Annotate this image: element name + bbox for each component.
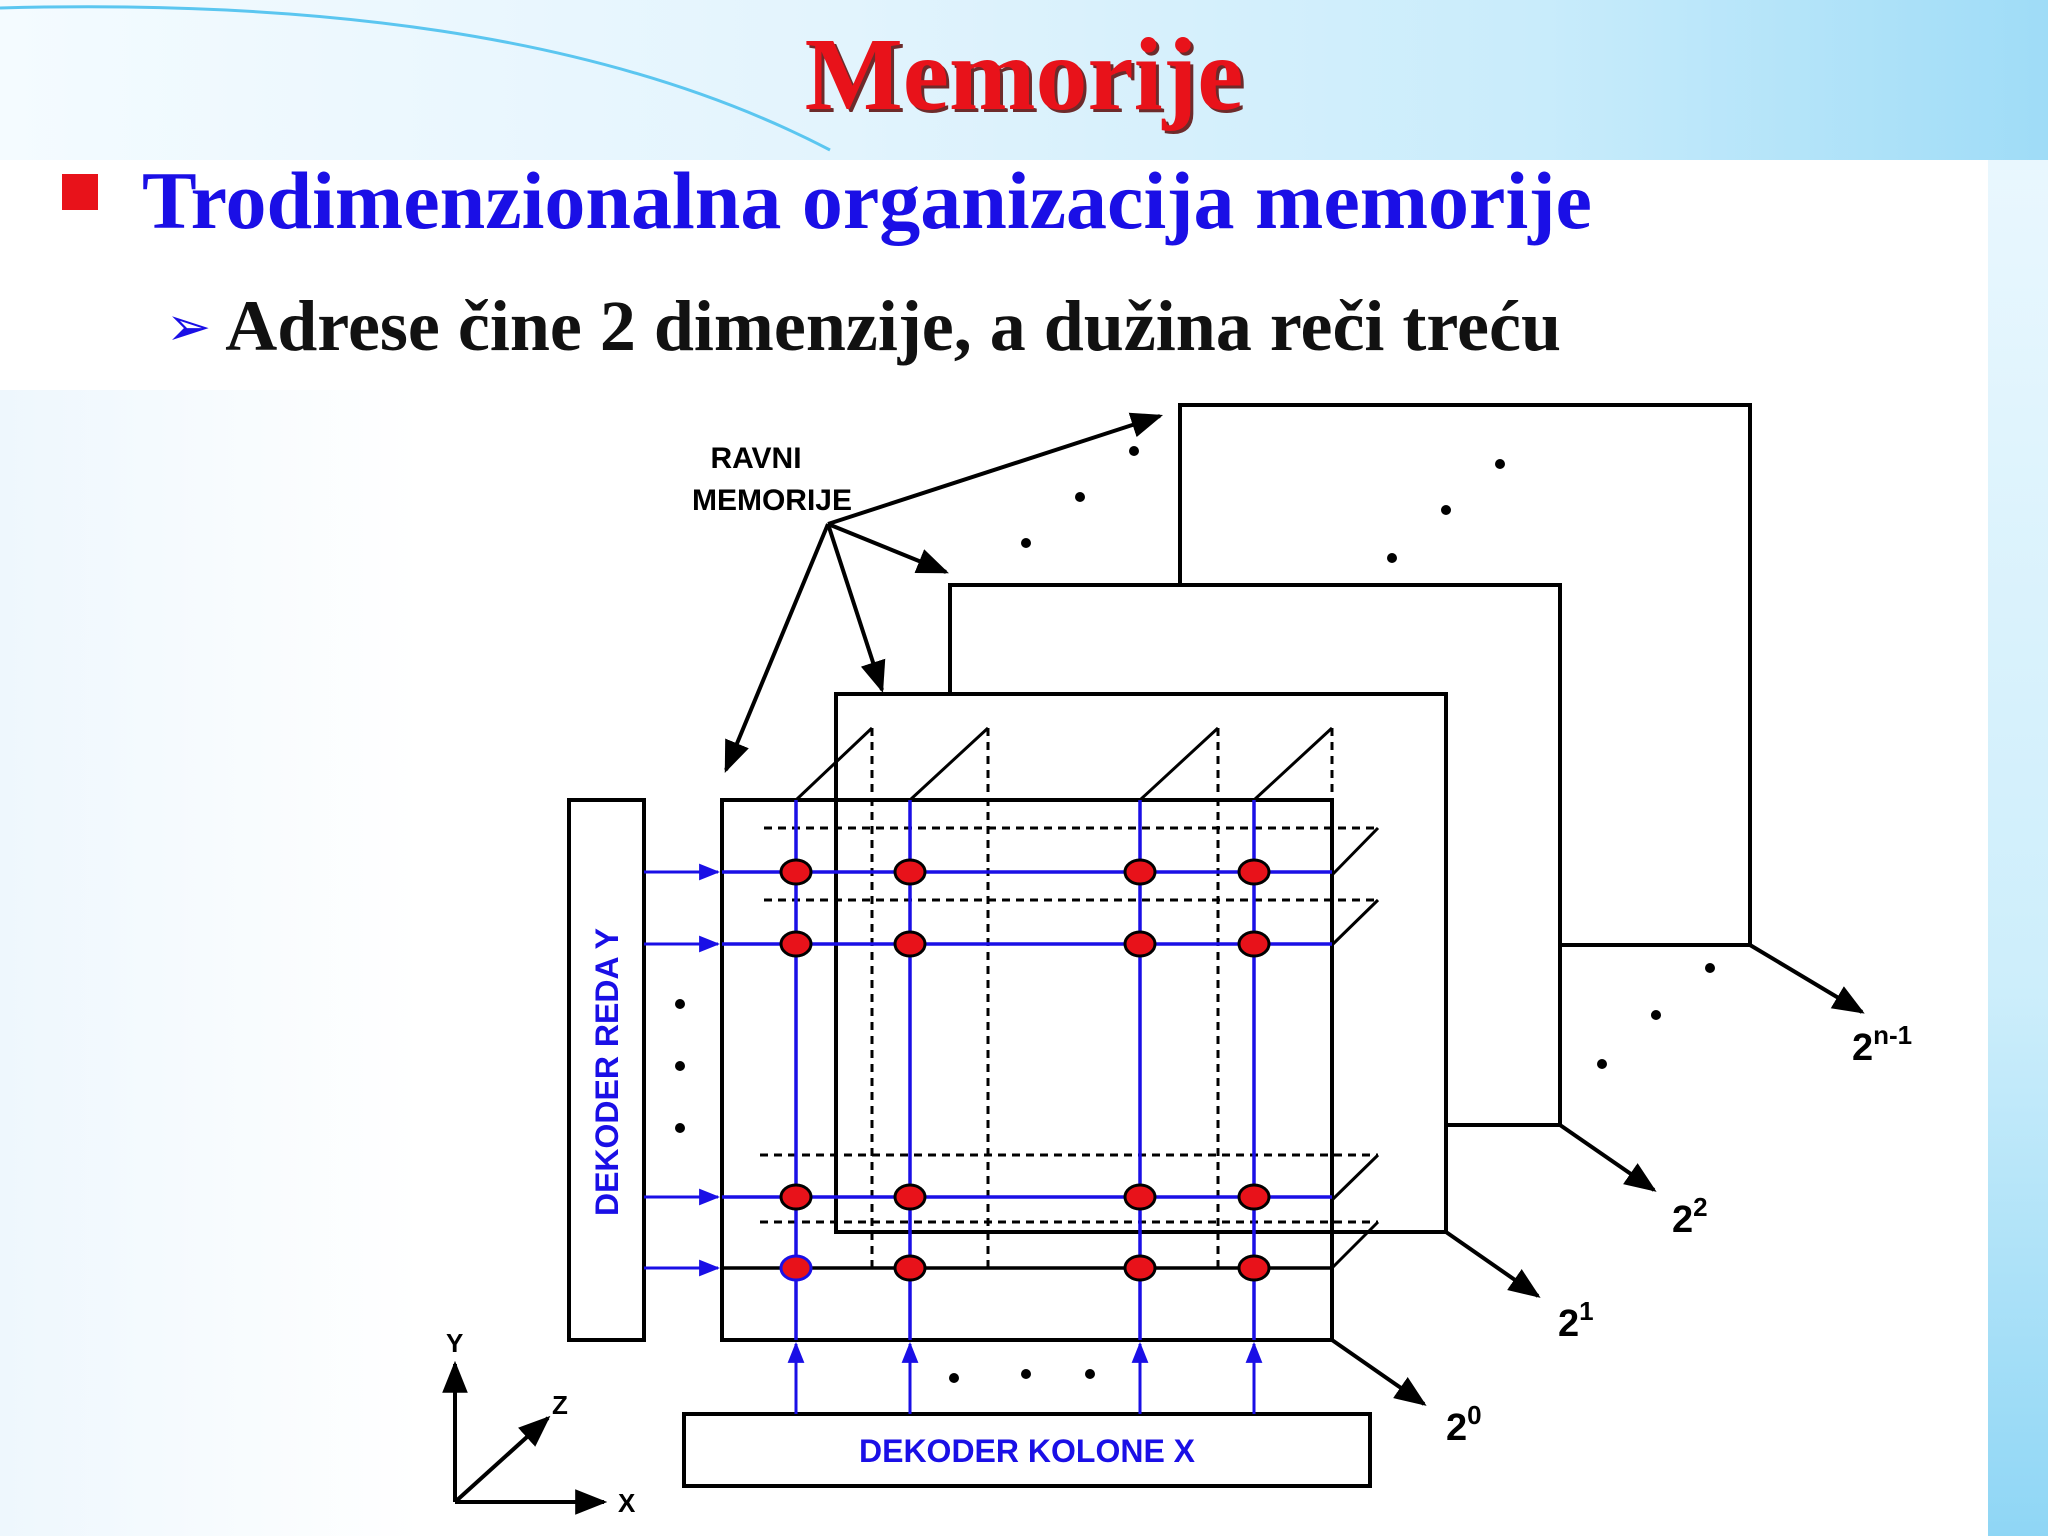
column-decoder-arrows (787, 1341, 1263, 1414)
memory-cell (779, 930, 813, 958)
plane-index-arrows (1330, 943, 1865, 1406)
planes-label-line1: RAVNI (710, 442, 801, 475)
memory-cell (779, 858, 813, 886)
memory-cell (1123, 1183, 1157, 1211)
header-background (0, 0, 2048, 160)
right-background (1988, 160, 2048, 1536)
column-decoder-box (682, 1412, 1372, 1488)
memory-cells (779, 858, 1271, 1282)
memory-cell (1123, 1254, 1157, 1282)
memory-cell (779, 1183, 813, 1211)
row-decoder-arrows (644, 863, 721, 1277)
square-bullet-icon (62, 174, 98, 210)
memory-cell (779, 1254, 813, 1282)
memory-cell (1237, 858, 1271, 886)
memory-cell (1123, 858, 1157, 886)
memory-plane-front (720, 798, 1334, 1342)
depth-connectors-top (794, 726, 1380, 1270)
axis-z-label: Z (552, 1390, 568, 1420)
bullet-sub-text: Adrese čine 2 dimenzije, a dužina reči t… (225, 286, 1562, 366)
memory-cell (1237, 1254, 1271, 1282)
header-swoosh (0, 5, 831, 152)
front-plane-wires (722, 800, 1332, 1340)
plane-label-2-n-1: 2n-1 (1852, 1020, 1912, 1069)
planes-label-line2: MEMORIJE (692, 484, 852, 517)
bullet-main: Trodimenzionalna organizacija memorije (62, 160, 1592, 242)
memory-cell (1123, 930, 1157, 958)
memory-cell (893, 858, 927, 886)
axis-x-label: X (618, 1488, 636, 1518)
memory-cell (893, 1254, 927, 1282)
memory-cell (1237, 930, 1271, 958)
memory-cell (1237, 1183, 1271, 1211)
row-ellipsis (675, 999, 685, 1133)
row-decoder-label: DEKODER REDA Y (589, 928, 625, 1216)
plane-label-2-0: 20 (1446, 1400, 1482, 1449)
axis-y-label: Y (446, 1328, 463, 1358)
column-ellipsis (949, 1369, 1095, 1383)
memory-cell (893, 1183, 927, 1211)
plane-label-2-1: 21 (1558, 1296, 1594, 1345)
left-background (0, 390, 420, 1536)
bullet-sub: ➢ Adrese čine 2 dimenzije, a dužina reči… (166, 290, 1561, 362)
column-decoder-label: DEKODER KOLONE X (859, 1433, 1196, 1469)
plane-ellipsis-top (1021, 446, 1715, 1069)
bullet-main-text: Trodimenzionalna organizacija memorije (142, 155, 1592, 246)
axis-arrows (442, 1360, 608, 1515)
arrow-bullet-icon: ➢ (166, 294, 212, 358)
memory-cell (893, 930, 927, 958)
slide-title: Memorije (804, 17, 1244, 132)
row-decoder-box (567, 798, 646, 1342)
planes-label-arrows (724, 412, 1164, 773)
plane-label-2-2: 22 (1672, 1192, 1708, 1241)
